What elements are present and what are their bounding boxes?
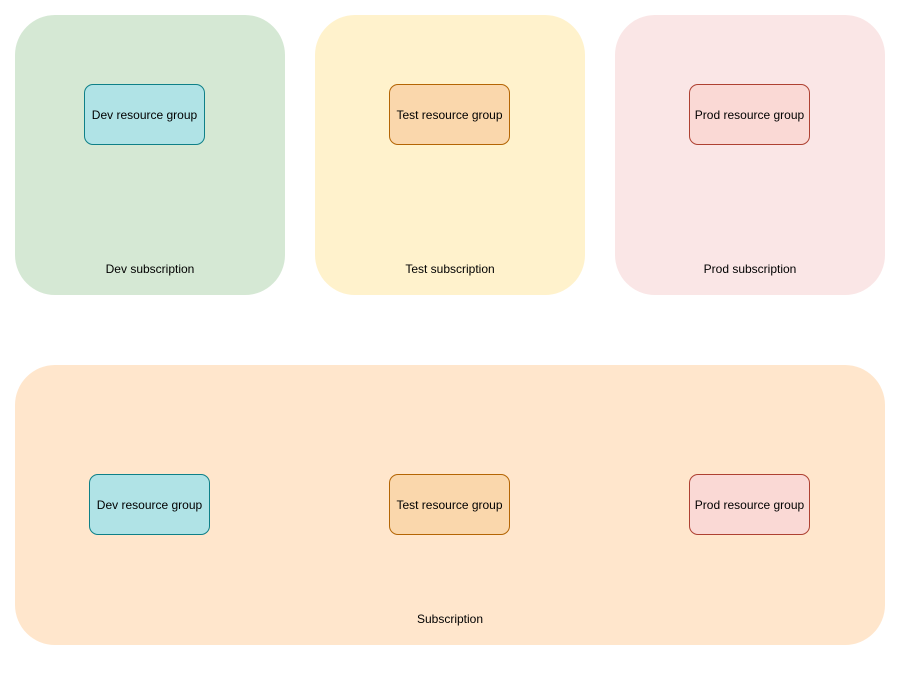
test-subscription-label: Test subscription xyxy=(405,262,495,276)
dev-resource-group[interactable]: Dev resource group xyxy=(84,84,205,145)
prod-subscription-container: Prod resource group Prod subscription xyxy=(615,15,885,295)
shared-test-resource-group[interactable]: Test resource group xyxy=(389,474,510,535)
prod-subscription-label: Prod subscription xyxy=(703,262,797,276)
shared-dev-resource-group[interactable]: Dev resource group xyxy=(89,474,210,535)
shared-prod-resource-group[interactable]: Prod resource group xyxy=(689,474,810,535)
dev-subscription-label: Dev subscription xyxy=(105,262,195,276)
test-resource-group[interactable]: Test resource group xyxy=(389,84,510,145)
prod-resource-group[interactable]: Prod resource group xyxy=(689,84,810,145)
dev-subscription-container: Dev resource group Dev subscription xyxy=(15,15,285,295)
shared-subscription-container: Dev resource group Test resource group P… xyxy=(15,365,885,645)
test-subscription-container: Test resource group Test subscription xyxy=(315,15,585,295)
shared-subscription-label: Subscription xyxy=(416,612,484,626)
